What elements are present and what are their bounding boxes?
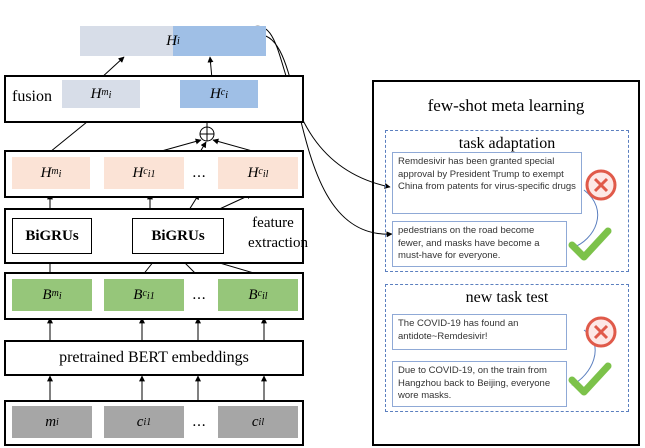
task-adaptation-example-2: pedestrians on the road become fewer, an… bbox=[392, 221, 567, 267]
task-adaptation-example-1: Remdesivir has been granted special appr… bbox=[392, 152, 582, 214]
bert-embeddings-block: pretrained BERT embeddings bbox=[4, 340, 304, 376]
input-ellipsis: … bbox=[192, 414, 206, 430]
task-adaptation-box bbox=[385, 130, 629, 272]
new-task-test-box bbox=[385, 284, 629, 412]
bigru-right: BiGRUs bbox=[132, 218, 224, 254]
new-task-test-example-2: Due to COVID-19, on the train from Hangz… bbox=[392, 361, 567, 407]
encoded-ellipsis: … bbox=[192, 165, 206, 181]
bigru-left: BiGRUs bbox=[12, 218, 92, 254]
fusion-label: fusion bbox=[12, 88, 52, 105]
output-representation bbox=[80, 26, 266, 56]
feature-extraction-label: feature extraction bbox=[248, 215, 308, 251]
new-task-test-example-1: The COVID-19 has found an antidote~Remde… bbox=[392, 314, 567, 350]
embedding-ellipsis: … bbox=[192, 287, 206, 303]
meta-learning-panel bbox=[372, 80, 640, 446]
meta-learning-title: few-shot meta learning bbox=[427, 96, 585, 115]
task-adaptation-title: task adaptation bbox=[458, 135, 556, 152]
new-task-test-title: new task test bbox=[465, 289, 549, 306]
